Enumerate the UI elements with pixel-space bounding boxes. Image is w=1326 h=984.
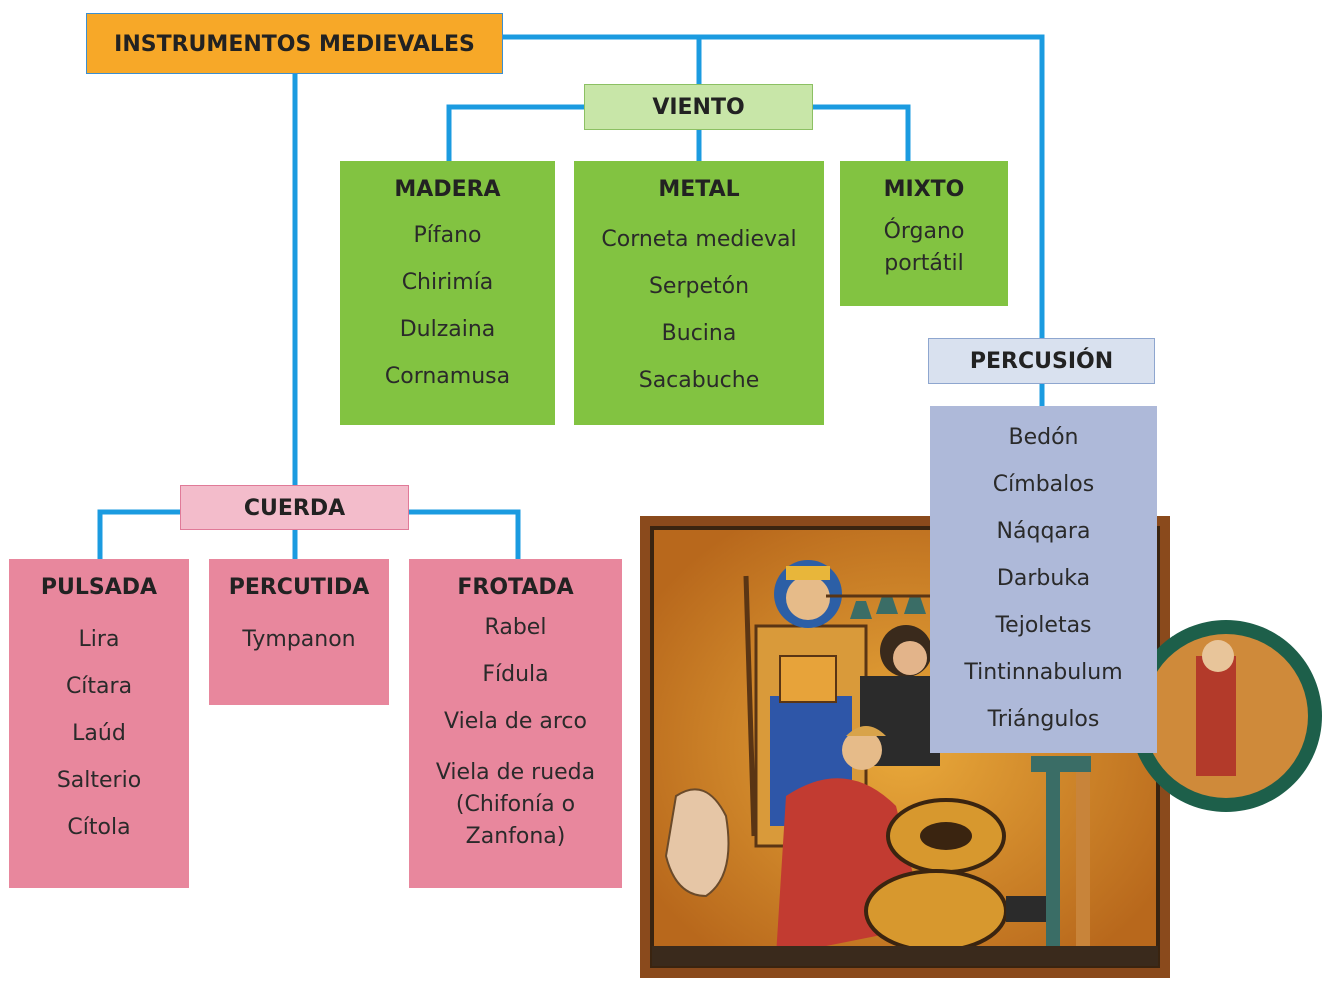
list-item: Viela de rueda: [435, 760, 596, 785]
viento-label: VIENTO: [652, 95, 745, 120]
percusion-box: Bedón Címbalos Náqqara Darbuka Tejoletas…: [930, 406, 1157, 753]
connector-viento-mixto: [810, 104, 911, 164]
frotada-heading: FROTADA: [457, 575, 574, 600]
pulsada-box: PULSADA Lira Cítara Laúd Salterio Cítola: [9, 559, 189, 888]
list-item: Viela de arco: [444, 709, 587, 734]
metal-box: METAL Corneta medieval Serpetón Bucina S…: [574, 161, 824, 425]
connector-viento-madera: [446, 104, 587, 164]
mixto-box: MIXTO Órgano portátil: [840, 161, 1008, 306]
list-item: Pífano: [413, 223, 482, 248]
metal-heading: METAL: [658, 177, 740, 202]
list-item: Órgano: [883, 219, 965, 244]
list-item: Sacabuche: [638, 368, 760, 393]
list-item: Salterio: [56, 768, 142, 793]
connector-cuerda-pulsada: [97, 509, 183, 562]
frotada-box: FROTADA Rabel Fídula Viela de arco Viela…: [409, 559, 622, 888]
list-item: Cítara: [65, 674, 133, 699]
list-item: Náqqara: [996, 519, 1091, 544]
cuerda-node: CUERDA: [180, 485, 409, 530]
list-item: Rabel: [484, 615, 547, 640]
list-item: Cornamusa: [384, 364, 511, 389]
viento-node: VIENTO: [584, 84, 813, 130]
root-node: INSTRUMENTOS MEDIEVALES: [86, 13, 503, 74]
list-item: Corneta medieval: [601, 227, 797, 252]
pulsada-heading: PULSADA: [40, 575, 158, 600]
percusion-label: PERCUSIÓN: [969, 349, 1114, 374]
list-item: Darbuka: [996, 566, 1091, 591]
list-item: Dulzaina: [399, 317, 496, 342]
list-item: Zanfona): [465, 824, 566, 849]
mixto-heading: MIXTO: [883, 177, 965, 202]
list-item: Tintinnabulum: [964, 660, 1123, 685]
list-item: Címbalos: [992, 472, 1095, 497]
connector-cuerda-frotada: [406, 509, 521, 562]
list-item: Lira: [78, 627, 120, 652]
list-item: Laúd: [72, 721, 126, 746]
list-item: portátil: [884, 251, 964, 276]
madera-heading: MADERA: [394, 177, 501, 202]
list-item: Bucina: [661, 321, 737, 346]
madera-box: MADERA Pífano Chirimía Dulzaina Cornamus…: [340, 161, 555, 425]
list-item: Triángulos: [987, 707, 1100, 732]
cuerda-label: CUERDA: [243, 496, 346, 521]
list-item: Serpetón: [648, 274, 750, 299]
list-item: Fídula: [482, 662, 549, 687]
list-item: Tejoletas: [995, 613, 1092, 638]
percutida-box: PERCUTIDA Tympanon: [209, 559, 389, 705]
root-label: INSTRUMENTOS MEDIEVALES: [114, 32, 475, 57]
list-item: Tympanon: [242, 627, 356, 652]
list-item: Chirimía: [401, 270, 494, 295]
list-item: (Chifonía o: [455, 792, 576, 817]
list-item: Bedón: [1008, 425, 1079, 450]
list-item: Cítola: [67, 815, 131, 840]
percutida-heading: PERCUTIDA: [228, 575, 370, 600]
percusion-node: PERCUSIÓN: [928, 338, 1155, 384]
